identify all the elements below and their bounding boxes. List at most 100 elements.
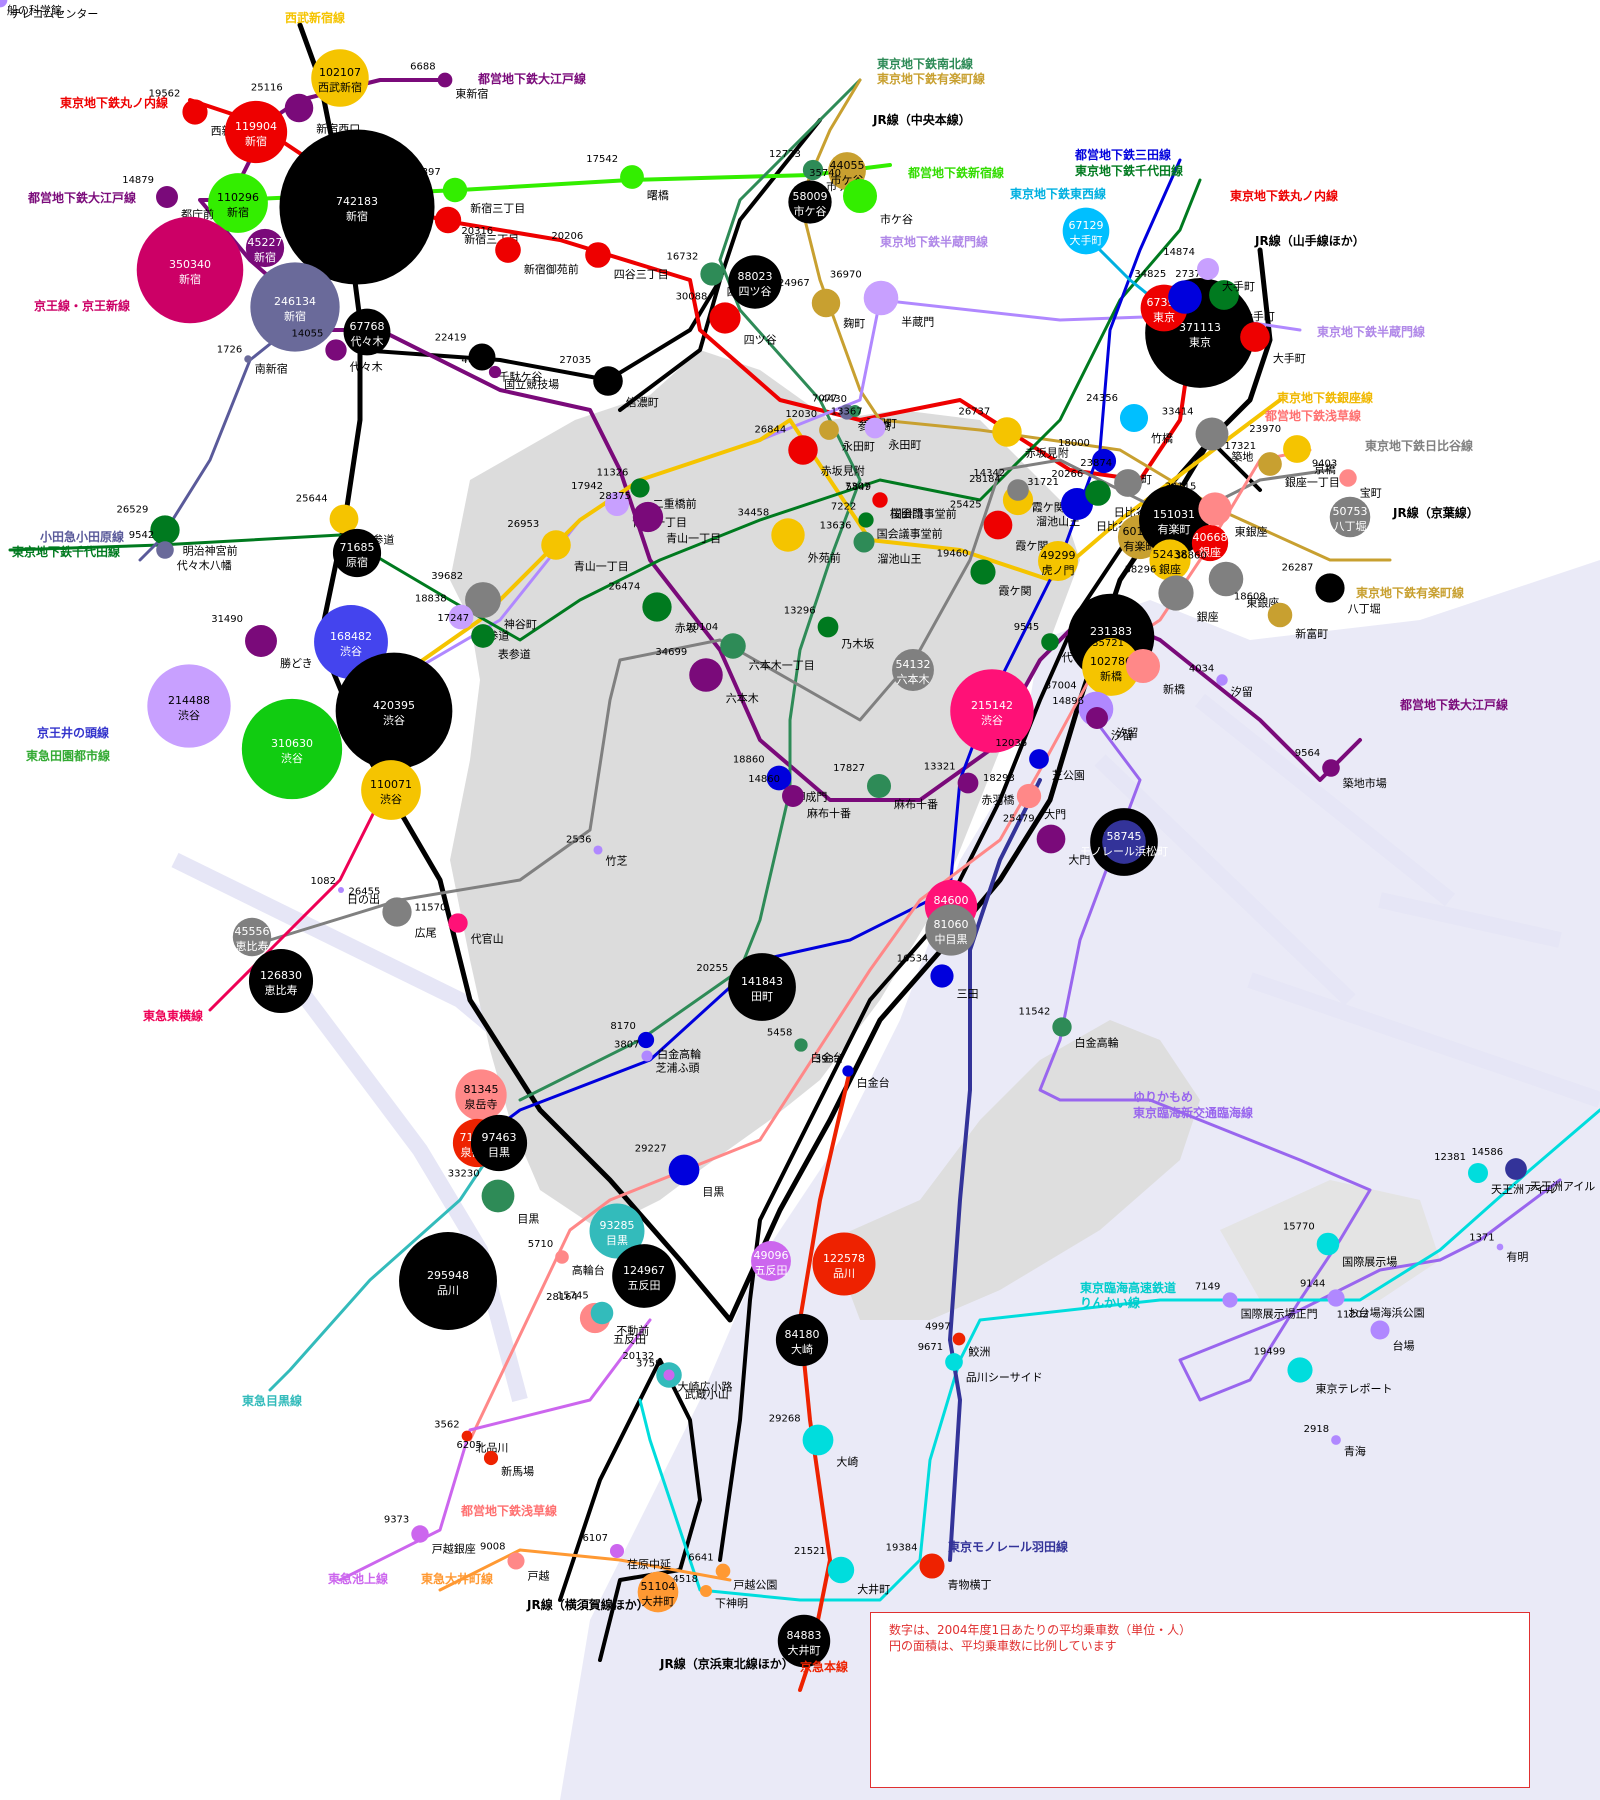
station-value: 18293 [983,773,1015,784]
station-name: 東銀座 [1246,595,1279,609]
station-circle [455,1069,507,1121]
station-circle [541,530,571,560]
station-name: 高輪台 [572,1263,605,1277]
station-value: 17942 [571,481,603,492]
station-circle [1370,1320,1390,1340]
station-name: 霞ケ関 [1032,501,1065,514]
station-circle [245,625,277,657]
station-circle [156,186,178,208]
station-name: 汐留 [1111,728,1133,742]
station-name: 神谷町 [504,617,537,631]
line-label: 都営地下鉄大江戸線 [477,71,586,86]
station-circle [361,760,421,820]
station-value: 102786 [1090,655,1132,668]
station-name: 白金高輪 [1075,1036,1119,1050]
station-circle [609,1543,625,1559]
station-name: 目黒 [488,1146,510,1159]
station-name: お台場海浜公園 [1348,1306,1425,1320]
station-name: 代々木八幡 [177,558,232,572]
line-label: 都営地下鉄三田線 [1074,147,1171,162]
station-circle [700,262,724,286]
station-value: 26529 [117,504,149,515]
station-circle [332,528,382,578]
station-name: 青山一丁目 [574,560,629,573]
station-circle [668,1154,700,1186]
station-name: 新馬場 [501,1464,534,1478]
station-circle [325,339,347,361]
station-circle [434,206,462,234]
station-name: 乃木坂 [841,637,874,650]
station-circle [630,478,650,498]
station-value: 25116 [251,83,283,94]
line-asakusa [468,448,1312,1442]
station-name: 三田 [957,988,979,1001]
line-label: JR線（山手線ほか） [1254,233,1365,248]
line-label: 小田急小田原線 [40,529,124,544]
station-circle [1007,479,1029,501]
station-circle [1016,783,1042,809]
station-circle [766,765,792,791]
station-circle [945,1353,963,1371]
station-circle [637,1571,679,1613]
station-name: 青物横丁 [948,1578,992,1592]
station-name: 二重橋前 [653,497,697,511]
station-name: 原宿 [346,555,368,569]
station-circle [311,49,369,107]
station-value: 9542 [129,530,154,541]
line-hanzomon [378,298,1302,692]
station-value: 18860 [733,755,765,766]
station-value: 28164 [546,1292,578,1303]
station-value: 28184 [969,474,1001,485]
station-name: 銀座 [1199,545,1221,559]
station-value: 28375 [599,491,631,502]
station-name: 船の科学館 [7,3,62,17]
line-label: 東京地下鉄東西線 [1010,186,1106,201]
station-name: 青海 [1344,1444,1366,1458]
station-circle [1322,759,1340,777]
station-name: 新宿三丁目 [470,201,525,215]
station-circle [751,1241,791,1281]
station-circle [1052,1017,1072,1037]
station-circle [637,1031,655,1049]
line-label: 都営地下鉄新宿線 [907,165,1004,180]
line-label: JR線（中央本線） [872,112,971,127]
station-value: 16534 [897,953,929,964]
station-name: 銀座 [1159,562,1181,576]
station-value: 71685 [340,541,375,554]
station-name: 有楽町 [1158,522,1191,536]
station-circle [241,698,343,800]
station-name: 大手町 [1070,233,1103,247]
station-name: 勝どき [280,656,313,670]
station-value: 9403 [1312,458,1337,469]
station-circle [1287,1357,1313,1383]
line-label: 都営地下鉄浅草線 [1264,408,1361,423]
station-circle [866,773,892,799]
station-circle [470,1114,528,1172]
line-label: 東京地下鉄銀座線 [1277,390,1373,405]
station-circle [858,512,874,528]
station-value: 45227 [248,236,283,249]
